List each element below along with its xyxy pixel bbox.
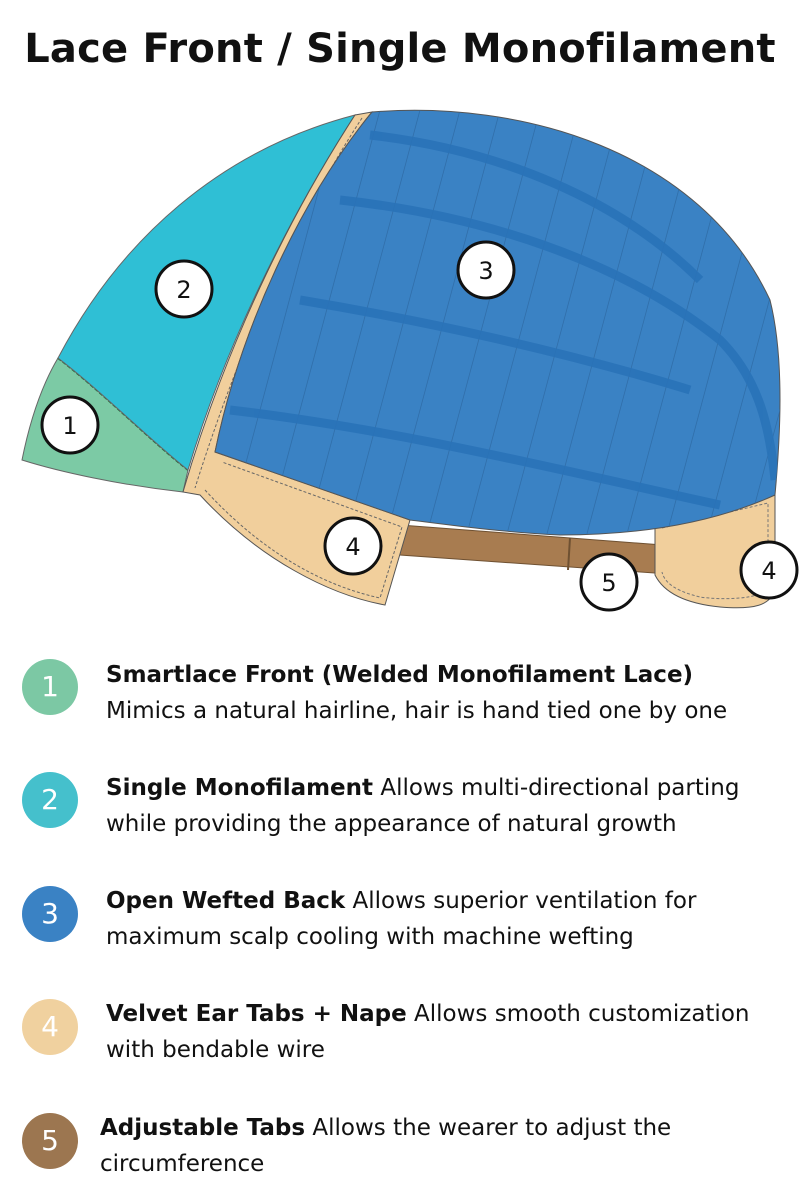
legend-title: Single Monofilament — [106, 775, 374, 801]
legend-title: Open Wefted Back — [106, 888, 346, 914]
svg-text:5: 5 — [601, 569, 616, 597]
svg-text:4: 4 — [345, 533, 360, 561]
page-title: Lace Front / Single Monofilament — [24, 26, 776, 72]
legend-title: Velvet Ear Tabs + Nape — [106, 1001, 407, 1027]
label-1: 1 — [40, 395, 100, 455]
label-5: 5 — [579, 552, 639, 612]
wig-cap-diagram: 1 2 3 4 5 4 — [21, 109, 799, 612]
svg-text:1: 1 — [62, 412, 77, 440]
legend-title: Smartlace Front (Welded Monofilament Lac… — [106, 662, 694, 688]
legend-text: Mimics a natural hairline, hair is hand … — [106, 698, 728, 724]
badge-3: 3 — [22, 886, 78, 942]
svg-text:3: 3 — [478, 257, 493, 285]
badge-1: 1 — [22, 659, 78, 715]
badge-4: 4 — [22, 999, 78, 1055]
label-4-right: 4 — [739, 540, 799, 600]
legend-text: Allows multi-directional parting while p… — [106, 775, 740, 837]
svg-text:2: 2 — [176, 276, 191, 304]
legend-text: Allows the wearer to adjust the circumfe… — [100, 1115, 672, 1177]
legend-title: Adjustable Tabs — [100, 1115, 306, 1141]
label-2: 2 — [154, 259, 214, 319]
legend-text: Allows superior ventilation for maximum … — [106, 888, 697, 950]
legend-text: Allows smooth customization with bendabl… — [106, 1001, 750, 1063]
label-3: 3 — [456, 240, 516, 300]
label-4-left: 4 — [323, 516, 383, 576]
badge-2: 2 — [22, 772, 78, 828]
svg-text:4: 4 — [761, 557, 776, 585]
badge-5: 5 — [22, 1113, 78, 1169]
